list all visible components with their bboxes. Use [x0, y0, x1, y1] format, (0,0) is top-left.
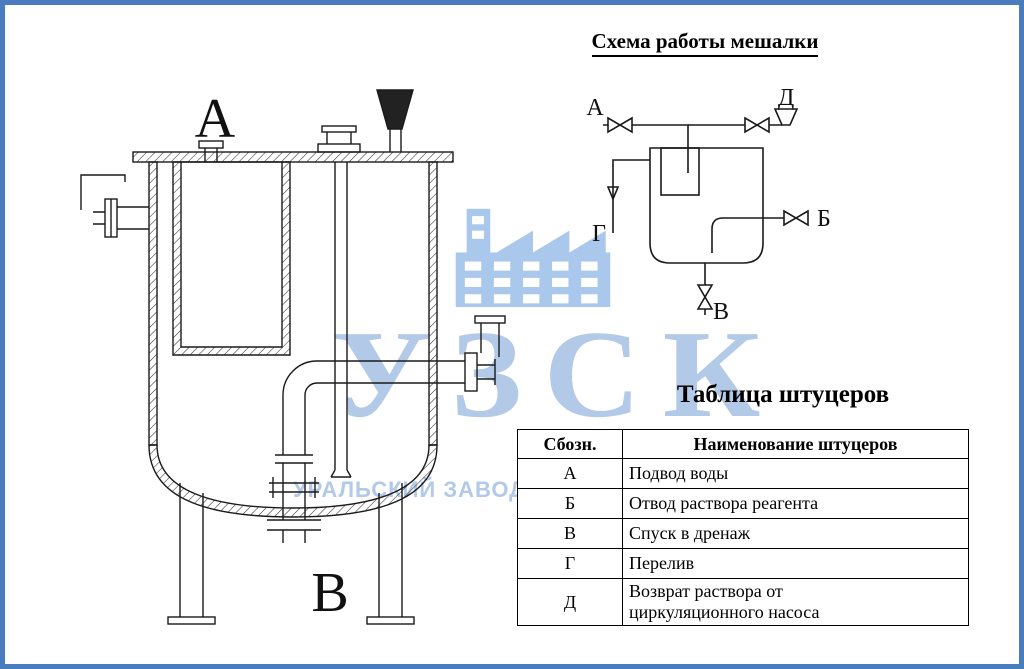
inlet-nozzle-left: [93, 198, 149, 238]
schematic-label-v: В: [713, 299, 729, 325]
process-schematic: А Д Б Г В: [586, 85, 831, 325]
vessel-top-rim: [132, 151, 454, 163]
table-row: А Подвод воды: [517, 458, 969, 489]
dip-tube: [330, 162, 352, 478]
drawing-label-v: В: [311, 562, 348, 624]
drawing-label-a: А: [195, 88, 236, 150]
fitting-name: Отвод раствора реагента: [622, 488, 969, 519]
col-header-code: Сбозн.: [517, 429, 623, 459]
table-row: Г Перелив: [517, 548, 969, 579]
fittings-table: Сбозн. Наименование штуцеров А Подвод во…: [517, 429, 969, 626]
schematic-label-g: Г: [592, 221, 606, 247]
schematic-label-a: А: [586, 95, 604, 121]
level-bracket: [80, 174, 126, 210]
watermark-logo: УЗСК: [331, 306, 783, 444]
vessel-right-wall: [428, 161, 438, 446]
schematic-tank: [649, 147, 764, 264]
table-row: Д Возврат раствора от циркуляционного на…: [517, 578, 969, 626]
inner-chamber: [172, 161, 291, 356]
schematic-inner-chamber: [660, 147, 700, 196]
tank-assembly-drawing: А В: [80, 88, 506, 625]
internal-elbow-pipe: [282, 360, 437, 455]
schematic-label-d: Д: [778, 85, 794, 111]
table-row: В Спуск в дренаж: [517, 518, 969, 549]
fitting-name: Подвод воды: [622, 458, 969, 489]
valve-b-icon: [783, 209, 809, 227]
fitting-name: Спуск в дренаж: [622, 518, 969, 549]
table-header-row: Сбозн. Наименование штуцеров: [517, 429, 969, 459]
table-row: Б Отвод раствора реагента: [517, 488, 969, 519]
fittings-table-title: Таблица штуцеров: [676, 381, 890, 408]
vessel-dished-bottom: [148, 444, 438, 518]
chamber-nozzle: [198, 140, 224, 149]
outlet-nozzle-right: [437, 315, 506, 392]
factory-icon: [455, 208, 611, 307]
valve-d-icon: [744, 116, 770, 134]
fitting-name: Возврат раствора от циркуляционного насо…: [622, 578, 969, 626]
top-center-nozzle: [317, 125, 361, 153]
support-legs: [167, 483, 415, 625]
col-header-name: Наименование штуцеров: [622, 429, 969, 459]
schematic-title: Схема работы мешалки: [545, 29, 865, 57]
valve-v-icon: [696, 284, 714, 310]
valve-a-icon: [607, 116, 633, 134]
cone-d-icon: [773, 108, 799, 126]
fittings-table-container: Таблица штуцеров Сбозн. Наименование шту…: [517, 381, 969, 626]
vessel-left-wall: [148, 161, 158, 446]
funnel-cone: [376, 89, 414, 152]
fitting-code: Б: [517, 488, 623, 519]
fitting-code: Г: [517, 548, 623, 579]
fitting-code: А: [517, 458, 623, 489]
arrow-g-icon: [606, 186, 620, 202]
fitting-name: Перелив: [622, 548, 969, 579]
drain-assembly: [267, 454, 321, 543]
schematic-label-b: Б: [817, 206, 831, 232]
fitting-code: Д: [517, 578, 623, 626]
fitting-code: В: [517, 518, 623, 549]
